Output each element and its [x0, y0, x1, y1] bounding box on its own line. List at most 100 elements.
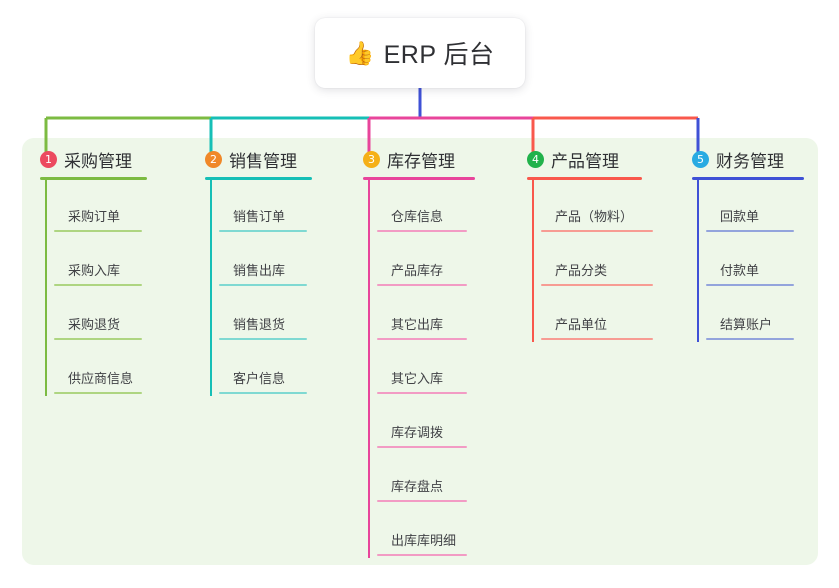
list-item-underline: [377, 500, 467, 502]
list-item-underline: [219, 284, 307, 286]
list-item[interactable]: 付款单: [706, 234, 839, 288]
thumbs-up-icon: 👍: [345, 39, 375, 66]
column-item-list: 产品（物料） 产品分类产品单位: [527, 180, 682, 342]
list-item[interactable]: 产品（物料）: [541, 180, 682, 234]
column-header-3[interactable]: 3 库存管理: [363, 147, 518, 171]
list-item-underline: [706, 284, 794, 286]
list-item-underline: [377, 338, 467, 340]
list-item-label: 付款单: [720, 263, 760, 278]
list-item[interactable]: 采购入库: [54, 234, 195, 288]
list-item[interactable]: 采购退货: [54, 288, 195, 342]
list-item-label: 客户信息: [233, 371, 286, 386]
list-item[interactable]: 销售订单: [219, 180, 355, 234]
list-item-underline: [706, 338, 794, 340]
column-spine: [697, 180, 699, 342]
list-item-label: 仓库信息: [391, 209, 444, 224]
root-node-title: 👍 ERP 后台: [345, 35, 494, 71]
root-node-card[interactable]: 👍 ERP 后台: [315, 18, 525, 88]
list-item-label: 采购订单: [68, 209, 121, 224]
list-item-underline: [706, 230, 794, 232]
column-header-4[interactable]: 4 产品管理: [527, 147, 682, 171]
list-item-underline: [54, 230, 142, 232]
root-title-text: ERP 后台: [383, 41, 495, 69]
column-title: 库存管理: [387, 151, 455, 171]
list-item[interactable]: 产品分类: [541, 234, 682, 288]
column-badge-icon: 1: [40, 150, 57, 168]
list-item[interactable]: 出库库明细: [377, 504, 518, 558]
list-item-underline: [219, 338, 307, 340]
column-header-5[interactable]: 5 财务管理: [692, 147, 839, 171]
column-item-list: 仓库信息产品库存其它出库其它入库库存调拨库存盘点出库库明细: [363, 180, 518, 558]
list-item[interactable]: 销售出库: [219, 234, 355, 288]
column-underline: [527, 177, 642, 180]
column-3: 3 库存管理仓库信息产品库存其它出库其它入库库存调拨库存盘点出库库明细: [363, 147, 518, 558]
list-item[interactable]: 仓库信息: [377, 180, 518, 234]
list-item-underline: [54, 338, 142, 340]
column-underline: [363, 177, 475, 180]
list-item-underline: [541, 230, 653, 232]
list-item-label: 销售退货: [233, 317, 286, 332]
list-item-label: 产品分类: [555, 263, 608, 278]
column-5: 5 财务管理回款单付款单结算账户: [692, 147, 839, 342]
list-item-label: 产品单位: [555, 317, 608, 332]
list-item[interactable]: 产品单位: [541, 288, 682, 342]
list-item-underline: [377, 284, 467, 286]
list-item-underline: [377, 392, 467, 394]
list-item-label: 其它入库: [391, 371, 444, 386]
list-item-underline: [54, 392, 142, 394]
column-underline: [205, 177, 312, 180]
column-spine: [368, 180, 370, 558]
list-item[interactable]: 销售退货: [219, 288, 355, 342]
list-item[interactable]: 结算账户: [706, 288, 839, 342]
column-spine: [45, 180, 47, 396]
column-2: 2 销售管理销售订单销售出库销售退货客户信息: [205, 147, 355, 396]
list-item-label: 回款单: [720, 209, 760, 224]
list-item[interactable]: 库存调拨: [377, 396, 518, 450]
list-item-underline: [541, 284, 653, 286]
column-title: 销售管理: [229, 151, 297, 171]
column-item-list: 销售订单销售出库销售退货客户信息: [205, 180, 355, 396]
list-item[interactable]: 其它入库: [377, 342, 518, 396]
list-item[interactable]: 客户信息: [219, 342, 355, 396]
column-header-2[interactable]: 2 销售管理: [205, 147, 355, 171]
list-item-label: 采购退货: [68, 317, 121, 332]
list-item[interactable]: 采购订单: [54, 180, 195, 234]
column-spine: [532, 180, 534, 342]
column-title: 产品管理: [551, 151, 619, 171]
list-item-label: 采购入库: [68, 263, 121, 278]
column-4: 4 产品管理产品（物料） 产品分类产品单位: [527, 147, 682, 342]
list-item-underline: [54, 284, 142, 286]
content-panel: [22, 138, 818, 565]
list-item-label: 产品库存: [391, 263, 444, 278]
list-item-label: 出库库明细: [391, 533, 457, 548]
list-item-label: 产品（物料）: [555, 209, 634, 224]
column-header-1[interactable]: 1 采购管理: [40, 147, 195, 171]
column-title: 财务管理: [716, 151, 784, 171]
column-item-list: 回款单付款单结算账户: [692, 180, 839, 342]
list-item-underline: [219, 230, 307, 232]
list-item[interactable]: 供应商信息: [54, 342, 195, 396]
list-item-underline: [219, 392, 307, 394]
column-badge-icon: 2: [205, 150, 222, 168]
column-badge-icon: 4: [527, 150, 544, 168]
column-badge-icon: 3: [363, 150, 380, 168]
column-badge-icon: 5: [692, 150, 709, 168]
list-item[interactable]: 回款单: [706, 180, 839, 234]
list-item[interactable]: 库存盘点: [377, 450, 518, 504]
list-item-underline: [377, 230, 467, 232]
list-item-label: 供应商信息: [68, 371, 134, 386]
column-item-list: 采购订单采购入库采购退货供应商信息: [40, 180, 195, 396]
column-spine: [210, 180, 212, 396]
column-title: 采购管理: [64, 151, 132, 171]
list-item-label: 销售出库: [233, 263, 286, 278]
list-item-label: 其它出库: [391, 317, 444, 332]
column-1: 1 采购管理采购订单采购入库采购退货供应商信息: [40, 147, 195, 396]
list-item-label: 库存盘点: [391, 479, 444, 494]
list-item-underline: [541, 338, 653, 340]
column-underline: [40, 177, 147, 180]
list-item-label: 销售订单: [233, 209, 286, 224]
list-item[interactable]: 其它出库: [377, 288, 518, 342]
list-item[interactable]: 产品库存: [377, 234, 518, 288]
list-item-label: 结算账户: [720, 317, 773, 332]
